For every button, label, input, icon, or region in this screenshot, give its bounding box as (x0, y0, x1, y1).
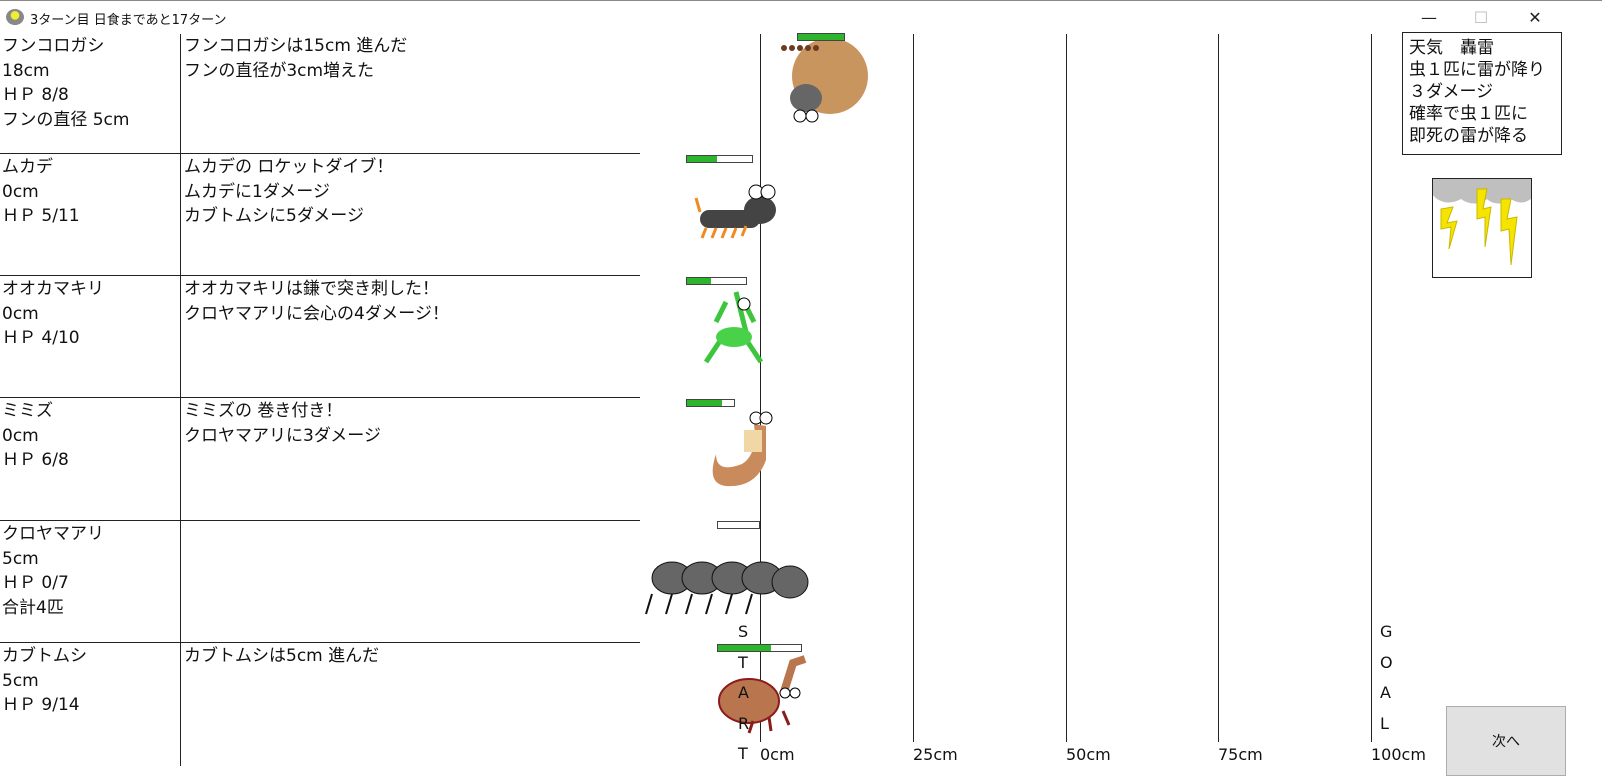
start-label-letter: T (738, 652, 748, 672)
bug-stats: クロヤマアリ 5cm ＨＰ 0/7 合計4匹 (2, 524, 104, 618)
bug-sprite (686, 168, 786, 252)
distance-tick-label: 0cm (760, 745, 795, 764)
goal-label-letter: G (1380, 622, 1393, 641)
row-divider (0, 520, 640, 521)
column-divider (180, 34, 181, 766)
distance-line (1371, 34, 1372, 742)
bug-action-log: ミミズの 巻き付き！ クロヤマアリに3ダメージ (184, 401, 381, 446)
bug-stats: ムカデ 0cm ＨＰ 5/11 (2, 157, 80, 226)
distance-line (1218, 34, 1219, 742)
hp-bar (686, 277, 747, 285)
next-button[interactable]: 次へ (1446, 706, 1566, 776)
bug-stats: カブトムシ 5cm ＨＰ 9/14 (2, 646, 87, 715)
row-divider (0, 397, 640, 398)
minimize-button[interactable]: — (1421, 8, 1437, 27)
hp-bar (717, 521, 760, 529)
hp-bar (717, 644, 802, 652)
start-label-letter: S (738, 622, 749, 641)
thunder-cloud-icon (1432, 178, 1532, 278)
window-title: 3ターン目 日食まであと17ターン (30, 13, 227, 28)
bug-sprite (686, 404, 776, 498)
distance-line (1066, 34, 1067, 742)
bug-action-log: ムカデの ロケットダイブ！ ムカデに1ダメージ カブトムシに5ダメージ (184, 157, 394, 226)
distance-tick-label: 75cm (1218, 745, 1263, 764)
close-button[interactable]: ✕ (1528, 8, 1542, 27)
goal-label-letter: A (1380, 683, 1391, 702)
distance-tick-label: 25cm (913, 745, 958, 764)
maximize-button[interactable]: ☐ (1473, 8, 1489, 27)
bug-action-log: カブトムシは5cm 進んだ (184, 646, 380, 666)
bug-sprite (713, 655, 813, 739)
distance-line (760, 34, 761, 742)
bug-sprite (778, 36, 868, 130)
bug-stats: ミミズ 0cm ＨＰ 6/8 (2, 401, 69, 470)
distance-line (913, 34, 914, 742)
start-label-letter: R (738, 713, 750, 733)
title-bar: 3ターン目 日食まであと17ターン — ☐ ✕ (0, 0, 1602, 32)
goal-label-letter: O (1380, 652, 1393, 672)
bug-sprite (642, 528, 812, 622)
row-divider (0, 153, 640, 154)
bug-stats: オオカマキリ 0cm ＨＰ 4/10 (2, 279, 104, 348)
weather-panel: 天気 轟雷 虫１匹に雷が降り ３ダメージ 確率で虫１匹に 即死の雷が降る (1402, 32, 1562, 155)
row-divider (0, 642, 640, 643)
bug-stats: フンコロガシ 18cm ＨＰ 8/8 フンの直径 5cm (2, 36, 130, 130)
bug-sprite (686, 282, 776, 376)
bug-action-log: フンコロガシは15cm 進んだ フンの直径が3cm増えた (184, 36, 408, 81)
distance-tick-label: 50cm (1066, 745, 1111, 764)
app-icon (6, 9, 24, 25)
bug-action-log: オオカマキリは鎌で突き刺した！ クロヤマアリに会心の4ダメージ！ (184, 279, 449, 324)
goal-label-letter: L (1380, 713, 1389, 733)
start-label-letter: T (738, 744, 748, 763)
start-label-letter: A (738, 683, 749, 702)
hp-bar (686, 155, 753, 163)
row-divider (0, 275, 640, 276)
distance-tick-label: 100cm (1371, 745, 1426, 764)
hp-bar (686, 399, 735, 407)
hp-bar (797, 33, 845, 41)
